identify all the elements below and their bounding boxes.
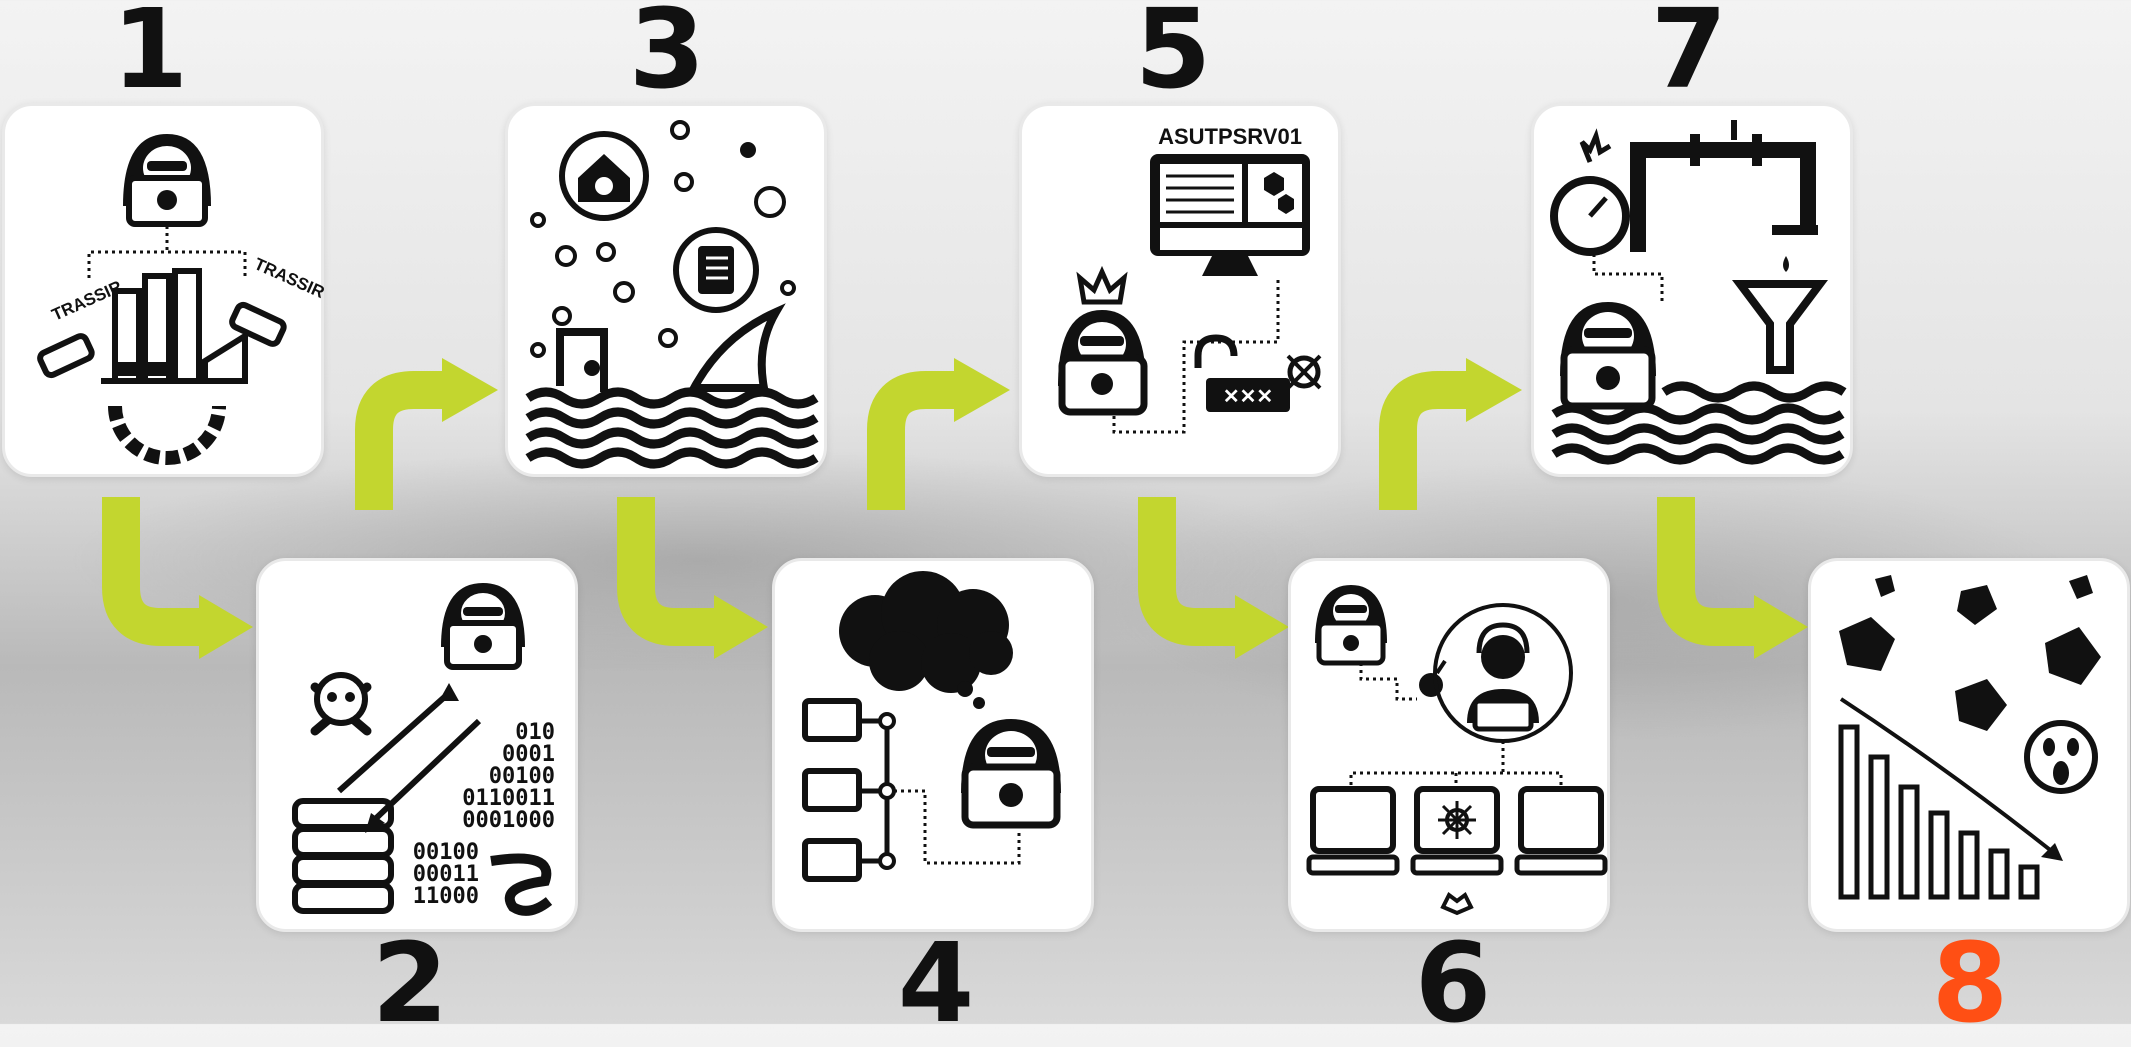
waves-icon — [525, 387, 819, 469]
step-number-7: 7 — [1650, 0, 1728, 113]
step-card-2: 010 0001 00100 0110011 0001000 00100 000… — [256, 558, 578, 932]
pressure-gauge-icon — [1550, 128, 1630, 256]
rubble-icon — [1839, 575, 2101, 731]
funnel-icon — [1732, 280, 1828, 374]
monitor-dashboard-icon — [1150, 154, 1310, 276]
skull-icon — [310, 672, 372, 736]
hacker-icon — [123, 134, 211, 227]
step-card-3 — [505, 103, 827, 477]
unlocked-password-icon: ✕✕✕ — [1194, 334, 1290, 412]
bubbles-icon — [530, 120, 796, 358]
virus-icon — [1286, 354, 1322, 390]
snake-icon — [490, 853, 553, 916]
camera-icon — [37, 301, 287, 379]
shocked-face-icon — [2024, 720, 2098, 794]
virus-icon — [1438, 801, 1476, 839]
home-exit-icon — [559, 131, 649, 221]
arrow-2-to-3 — [374, 358, 498, 510]
shark-fin-icon — [687, 303, 786, 392]
step-card-4 — [772, 558, 1094, 932]
svg-text:010: 010 — [515, 720, 555, 745]
step-number-5: 5 — [1134, 0, 1212, 113]
step-number-6: 6 — [1414, 919, 1492, 1047]
bomb-icon — [1419, 659, 1447, 697]
arrow-7-to-8 — [1676, 497, 1808, 659]
operator-icon — [1433, 603, 1573, 743]
arrow-5-to-6 — [1157, 497, 1289, 659]
arrow-1-to-2 — [121, 497, 253, 659]
declining-bars-icon — [1838, 724, 2040, 900]
workstation-icon — [1306, 786, 1608, 876]
hacker-icon — [1315, 585, 1387, 666]
step-number-2: 2 — [371, 919, 449, 1047]
factory-icon — [101, 268, 248, 465]
server-icon — [292, 798, 394, 914]
password-mask: ✕✕✕ — [1223, 386, 1273, 408]
step-card-1: TRASSIR TRASSIR — [2, 103, 327, 477]
computer-network-icon — [802, 698, 896, 882]
hacker-icon — [1058, 310, 1148, 416]
svg-text:11000: 11000 — [413, 884, 479, 909]
step-card-5: ASUTPSRV01 ✕✕✕ — [1019, 103, 1341, 477]
camera-label-right: TRASSIR — [251, 254, 327, 302]
svg-text:0110011: 0110011 — [462, 786, 555, 811]
arrow-4-to-5 — [886, 358, 1010, 510]
server-name-label: ASUTPSRV01 — [1158, 124, 1302, 149]
crown-icon — [1076, 265, 1128, 305]
arrow-3-to-4 — [636, 497, 768, 659]
hacker-icon — [961, 719, 1061, 829]
explosion-icon — [1440, 891, 1474, 916]
svg-text:00011: 00011 — [413, 862, 479, 887]
step-number-4: 4 — [897, 919, 975, 1047]
step-number-8: 8 — [1931, 919, 2009, 1047]
step-number-3: 3 — [628, 0, 706, 113]
waves-icon — [1551, 381, 1847, 465]
trend-line — [1839, 697, 2061, 859]
svg-text:00100: 00100 — [413, 840, 479, 865]
step-card-7 — [1531, 103, 1853, 477]
document-list-icon — [673, 227, 759, 313]
pipeline-icon — [1630, 120, 1818, 272]
hacker-icon — [441, 583, 525, 670]
step-card-8 — [1808, 558, 2130, 932]
svg-text:0001000: 0001000 — [462, 808, 555, 833]
svg-text:0001: 0001 — [502, 742, 555, 767]
svg-text:00100: 00100 — [489, 764, 555, 789]
arrow-6-to-7 — [1398, 358, 1522, 510]
thought-cloud-icon — [839, 571, 1013, 709]
sinking-ship-icon — [556, 328, 608, 392]
step-card-6 — [1288, 558, 1610, 932]
hacker-icon — [1560, 302, 1656, 410]
binary-data: 010 0001 00100 0110011 0001000 00100 000… — [413, 720, 555, 909]
step-number-1: 1 — [111, 0, 189, 113]
